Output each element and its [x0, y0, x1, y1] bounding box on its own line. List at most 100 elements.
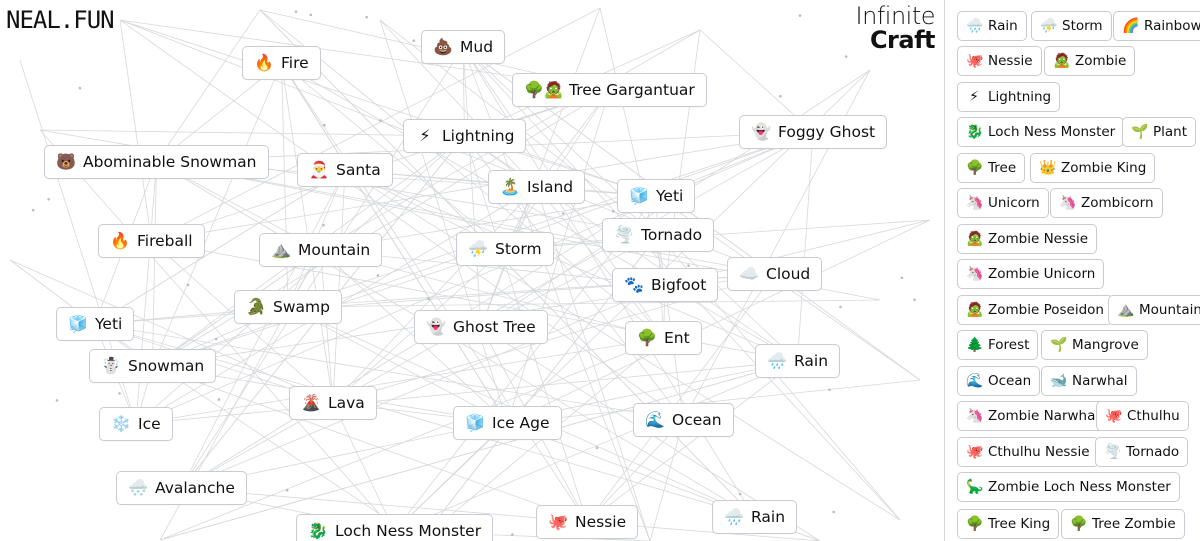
sidebar-item-lightning[interactable]: ⚡Lightning: [957, 82, 1061, 112]
elements-sidebar[interactable]: 🌧️Rain ⛈️Storm 🌈Rainbow 🐙Nessie 🧟Zombie …: [944, 0, 1200, 541]
board-item-label: Cloud: [766, 265, 811, 283]
sidebar-item-tree-zombie[interactable]: 🌳Tree Zombie: [1061, 509, 1185, 539]
fire-icon: 🔥: [110, 231, 130, 250]
board-item-ocean[interactable]: 🌊Ocean: [633, 403, 734, 437]
sidebar-item-cthulhu-nessie[interactable]: 🐙Cthulhu Nessie: [957, 437, 1099, 467]
connection-dot: [687, 264, 690, 268]
board-item-mountain[interactable]: ⛰️Mountain: [259, 233, 383, 267]
board-item-label: Ghost Tree: [453, 318, 536, 336]
board-item-tornado[interactable]: 🌪️Tornado: [602, 218, 715, 252]
sidebar-item-cthulhu[interactable]: 🐙Cthulhu: [1096, 401, 1189, 431]
board-item-mud[interactable]: 💩Mud: [421, 30, 506, 64]
board-item-nessie[interactable]: 🐙Nessie: [536, 505, 639, 539]
connection-line: [507, 219, 931, 424]
sidebar-item-label: Mountain: [1139, 302, 1200, 318]
sidebar-item-forest[interactable]: 🌲Forest: [957, 330, 1039, 360]
board-item-ice[interactable]: ❄️Ice: [99, 407, 173, 441]
board-item-ent[interactable]: 🌳Ent: [625, 321, 702, 355]
connection-line: [159, 337, 664, 541]
ghost-icon: 👻: [751, 122, 771, 141]
sidebar-item-unicorn[interactable]: 🦄Unicorn: [957, 188, 1049, 218]
unicorn-icon: 🦄: [1059, 195, 1077, 211]
mountain-icon: ⛰️: [271, 240, 291, 259]
tornado-icon: 🌪️: [1104, 444, 1122, 460]
board-item-fireball[interactable]: 🔥Fireball: [98, 224, 205, 258]
bear-icon: 🐻: [56, 152, 76, 171]
connection-line: [181, 46, 464, 489]
sidebar-item-label: Narwhal: [1072, 373, 1128, 389]
sidebar-item-zombie-unicorn[interactable]: 🦄Zombie Unicorn: [957, 259, 1105, 289]
connection-line: [379, 19, 537, 188]
board-item-ice-age[interactable]: 🧊Ice Age: [453, 406, 562, 440]
board-item-santa[interactable]: 🎅Santa: [297, 153, 393, 187]
sidebar-item-zombie[interactable]: 🧟Zombie: [1044, 46, 1136, 76]
board-item-fire[interactable]: 🔥Fire: [242, 46, 321, 80]
board-item-island[interactable]: 🏝️Island: [488, 170, 586, 204]
board-item-label: Island: [527, 178, 574, 196]
sidebar-item-ocean[interactable]: 🌊Ocean: [957, 366, 1041, 396]
evergreen-tree-icon: 🌲: [966, 337, 984, 353]
sidebar-item-storm[interactable]: ⛈️Storm: [1031, 11, 1112, 41]
seedling-icon: 🌱: [1131, 124, 1149, 140]
wave-icon: 🌊: [966, 373, 984, 389]
board-item-foggy-ghost[interactable]: 👻Foggy Ghost: [739, 115, 888, 149]
connection-line: [281, 62, 588, 523]
board-item-storm[interactable]: ⛈️Storm: [456, 232, 554, 266]
board-item-yeti[interactable]: 🧊Yeti: [617, 179, 696, 213]
board-item-bigfoot[interactable]: 🐾Bigfoot: [612, 268, 719, 302]
board-item-loch-ness-monster[interactable]: 🐉Loch Ness Monster: [296, 514, 494, 541]
board-item-avalanche[interactable]: 🌨️Avalanche: [116, 471, 247, 505]
sidebar-item-tree[interactable]: 🌳Tree: [957, 153, 1026, 183]
board-item-ghost-tree[interactable]: 👻Ghost Tree: [414, 310, 548, 344]
connection-line: [536, 186, 651, 541]
sidebar-item-zombie-narwhal[interactable]: 🦄Zombie Narwhal: [957, 401, 1109, 431]
board-item-lightning[interactable]: ⚡Lightning: [403, 119, 527, 153]
board-item-swamp[interactable]: 🐊Swamp: [234, 290, 342, 324]
board-item-rain[interactable]: 🌧️Rain: [712, 500, 798, 534]
unicorn-icon: 🦄: [966, 195, 984, 211]
sidebar-item-zombie-poseidon[interactable]: 🧟Zombie Poseidon: [957, 295, 1113, 325]
board-item-lava[interactable]: 🌋Lava: [289, 386, 377, 420]
sidebar-item-rainbow[interactable]: 🌈Rainbow: [1113, 11, 1200, 41]
board-item-abominable-snowman[interactable]: 🐻Abominable Snowman: [44, 145, 269, 179]
crafting-board[interactable]: NEAL.FUN Infinite Craft 🔥Fire 💩Mud 🌳🧟Tre…: [0, 0, 943, 541]
unicorn-icon: 🦄: [966, 408, 984, 424]
connection-line: [332, 402, 395, 532]
sidebar-item-mountain[interactable]: ⛰️Mountain: [1108, 295, 1200, 325]
rain-cloud-icon: 🌧️: [724, 507, 744, 526]
board-item-label: Yeti: [95, 315, 123, 333]
connection-line: [119, 19, 684, 421]
board-item-tree-gargantuar[interactable]: 🌳🧟Tree Gargantuar: [512, 73, 707, 107]
connection-line: [119, 19, 152, 242]
unicorn-icon: 🦄: [966, 266, 984, 282]
sidebar-item-narwhal[interactable]: 🐋Narwhal: [1041, 366, 1137, 396]
neal-fun-logo[interactable]: NEAL.FUN: [6, 6, 115, 34]
dinosaur-icon: 🦕: [966, 479, 984, 495]
sidebar-item-plant[interactable]: 🌱Plant: [1122, 117, 1197, 147]
connection-line: [152, 161, 157, 367]
connection-dot: [323, 123, 326, 127]
sidebar-item-zombicorn[interactable]: 🦄Zombicorn: [1050, 188, 1163, 218]
connection-dot: [511, 533, 514, 536]
connection-dot: [365, 15, 368, 19]
connection-line: [135, 360, 798, 425]
sidebar-item-label: Zombie Loch Ness Monster: [988, 479, 1171, 495]
sidebar-item-label: Lightning: [988, 89, 1052, 105]
board-item-label: Santa: [336, 161, 381, 179]
sidebar-item-zombie-loch-ness-monster[interactable]: 🦕Zombie Loch Ness Monster: [957, 472, 1180, 502]
board-item-label: Tree Gargantuar: [569, 81, 695, 99]
board-item-yeti[interactable]: 🧊Yeti: [56, 307, 135, 341]
sidebar-item-tree-king[interactable]: 🌳Tree King: [957, 509, 1060, 539]
board-item-cloud[interactable]: ☁️Cloud: [727, 257, 823, 291]
sidebar-item-nessie[interactable]: 🐙Nessie: [957, 46, 1042, 76]
connection-dot: [379, 119, 382, 122]
board-item-label: Ent: [664, 329, 690, 347]
sidebar-item-rain[interactable]: 🌧️Rain: [957, 11, 1027, 41]
sidebar-item-tornado[interactable]: 🌪️Tornado: [1095, 437, 1189, 467]
sidebar-item-mangrove[interactable]: 🌱Mangrove: [1041, 330, 1148, 360]
sidebar-item-loch-ness-monster[interactable]: 🐉Loch Ness Monster: [957, 117, 1125, 147]
sidebar-item-zombie-nessie[interactable]: 🧟Zombie Nessie: [957, 224, 1098, 254]
sidebar-item-zombie-king[interactable]: 👑Zombie King: [1030, 153, 1156, 183]
board-item-snowman[interactable]: ☃️Snowman: [89, 349, 217, 383]
board-item-rain[interactable]: 🌧️Rain: [755, 344, 841, 378]
